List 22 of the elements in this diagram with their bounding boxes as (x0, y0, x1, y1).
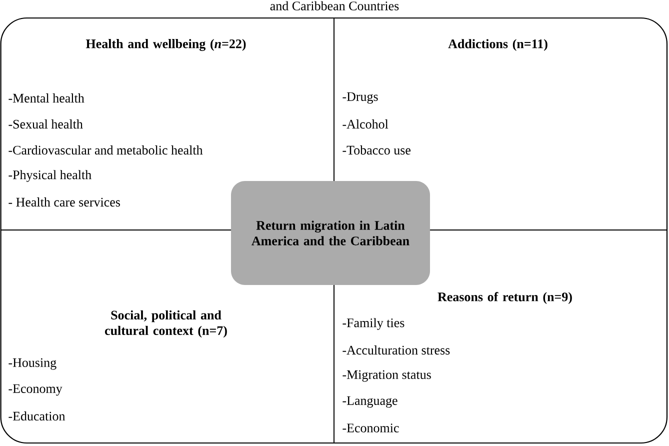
list-item: -Alcohol (342, 119, 388, 129)
list-item: -Drugs (342, 92, 378, 104)
list-item: -Economic (342, 424, 399, 432)
list-item: -Family ties (342, 318, 404, 330)
list-item: -Mental health (8, 93, 84, 103)
list-item: -Migration status (342, 370, 431, 382)
list-item: -Acculturation stress (342, 345, 450, 355)
heading: Reasons of return (n=9) (438, 292, 572, 304)
heading: Health and wellbeing (n=22) (86, 39, 246, 51)
list-item: -Tobacco use (342, 145, 410, 155)
title: and Caribbean Countries (270, 1, 399, 10)
list-item: -Housing (8, 358, 56, 370)
list-item: -Cardiovascular and metabolic health (8, 145, 203, 155)
heading: Addictions (n=11) (448, 39, 548, 51)
heading: Social, political and cultural context (n=7) (104, 310, 227, 338)
list-item: -Education (8, 411, 66, 421)
list-item: -Physical health (8, 170, 92, 182)
center-box: Return migration in Latin America and the Caribbean (231, 181, 430, 285)
list-item: -Sexual health (8, 119, 83, 129)
list-item: -Language (342, 396, 398, 408)
list-item: -Economy (8, 384, 62, 396)
list-item: - Health care services (8, 197, 120, 207)
